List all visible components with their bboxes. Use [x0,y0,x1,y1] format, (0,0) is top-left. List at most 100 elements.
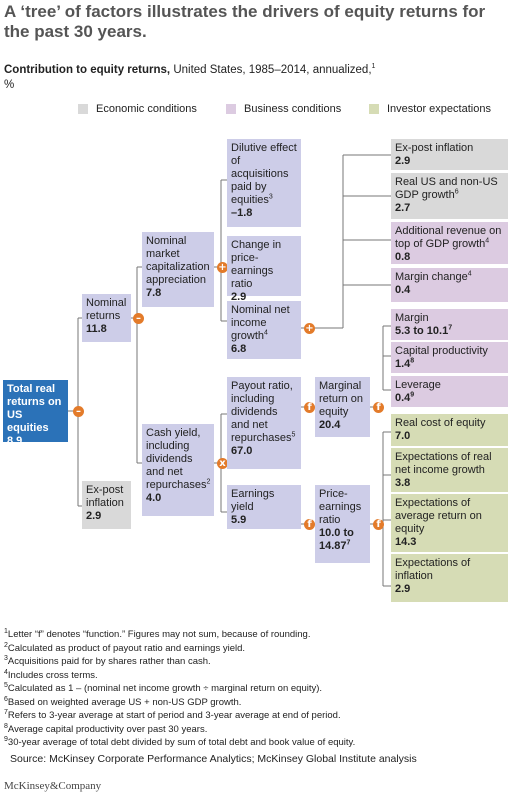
subtitle-rest: United States, 1985–2014, annualized, [173,64,372,76]
node-margin-sup: 7 [448,324,453,332]
plus-operator-icon: + [304,323,315,334]
f-operator-icon: f [373,519,384,530]
node-exp-inflation: Expectations of inflation 2.9 [391,554,508,602]
subtitle-sup: 1 [371,63,376,71]
node-margin: Margin 5.3 to 10.17 [391,309,508,340]
node-nominal-ni-value: 6.8 [231,343,247,355]
node-nominal-net-income: Nominal net income growth4 6.8 [227,301,301,359]
node-change-pe: Change in price-earnings ratio 2.9 [227,236,301,303]
node-nominal-mcap: Nominal market capitalization appreciati… [142,232,214,307]
plus-operator-icon: + [217,262,228,273]
node-cash-yield: Cash yield, including dividends and net … [142,424,214,516]
legend-swatch-economic [78,104,88,114]
node-margin-change-sup: 4 [467,270,472,278]
legend-label-business: Business conditions [244,103,342,115]
node-dilutive-sup: 3 [268,193,273,201]
footnote: 930-year average of total debt divided b… [4,735,356,748]
node-marginal-return-label: Marginal return on equity [319,380,364,418]
page-title: A ‘tree’ of factors illustrates the driv… [4,2,486,41]
footnote: 8Average capital productivity over past … [4,722,208,735]
node-payout-label: Payout ratio, including dividends and ne… [231,380,293,444]
legend-business: Business conditions [226,103,341,115]
node-nominal-returns: Nominal returns 11.8 [82,294,131,342]
node-additional-revenue-value: 0.8 [395,251,411,263]
node-nominal-ni-sup: 4 [264,329,268,337]
node-cash-yield-sup: 2 [206,478,211,486]
node-leverage-value-wrap: 0.49 [395,391,504,405]
node-exp-inflation-label: Expectations of inflation [395,557,471,582]
f-operator-icon: f [304,402,315,413]
node-change-pe-label: Change in price-earnings ratio [231,239,282,290]
source-note: Source: McKinsey Corporate Performance A… [10,753,417,765]
node-exp-ni-growth-value: 3.8 [395,477,411,489]
node-earnings-yield: Earnings yield 5.9 [227,485,301,529]
node-margin-label: Margin [395,312,429,324]
node-expost-inflation-left-value: 2.9 [86,510,102,522]
node-pe-ratio-value-wrap: 10.0 to 14.877 [319,527,366,553]
node-gdp-growth-value: 2.7 [395,202,411,214]
minus-operator-icon: – [133,313,144,324]
node-gdp-growth-label: Real US and non-US GDP growth [395,176,498,201]
node-pe-ratio: Price-earnings ratio 10.0 to 14.877 [315,485,370,563]
node-exp-avg-return-value: 14.3 [395,536,417,548]
node-pe-ratio-sup: 7 [346,539,351,547]
node-exp-net-income-growth: Expectations of real net income growth 3… [391,448,508,492]
node-exp-average-return: Expectations of average return on equity… [391,494,508,552]
node-earnings-yield-label: Earnings yield [231,488,275,513]
footnote: 2Calculated as product of payout ratio a… [4,641,246,654]
legend-swatch-business [226,104,236,114]
node-cash-yield-label: Cash yield, including dividends and net … [146,427,207,491]
node-total-real-returns: Total real returns on US equities 8.9 [3,380,68,447]
footnote: 1Letter “f” denotes “function.” Figures … [4,627,311,640]
times-operator-icon: x [217,458,228,469]
node-leverage-sup: 9 [410,391,415,399]
node-nominal-returns-label: Nominal returns [86,297,127,322]
node-leverage-value: 0.4 [395,392,411,404]
node-capital-productivity-value: 1.4 [395,358,411,370]
footnote: 6Based on weighted average US + non-US G… [4,695,242,708]
node-total-label: Total real returns on US equities [7,383,62,434]
minus-operator-icon: – [73,406,84,417]
footnote: 7Refers to 3-year average at start of pe… [4,708,341,721]
node-leverage: Leverage 0.49 [391,376,508,407]
node-real-cost-equity: Real cost of equity 7.0 [391,414,508,446]
node-margin-value: 5.3 to 10.1 [395,325,449,337]
node-additional-revenue: Additional revenue on top of GDP growth4… [391,222,508,264]
node-expost-inflation-right: Ex-post inflation 2.9 [391,139,508,170]
node-nominal-returns-value: 11.8 [86,323,107,335]
node-payout-value: 67.0 [231,445,253,457]
node-margin-change: Margin change4 0.4 [391,268,508,302]
node-expost-inflation-left: Ex-post inflation 2.9 [82,481,131,529]
node-capital-productivity: Capital productivity 1.48 [391,342,508,373]
node-gdp-growth: Real US and non-US GDP growth6 2.7 [391,173,508,219]
node-nominal-mcap-value: 7.8 [146,287,162,299]
legend-label-economic: Economic conditions [96,103,197,115]
node-gdp-growth-sup: 6 [454,188,459,196]
legend-swatch-investor [369,104,379,114]
node-exp-inflation-value: 2.9 [395,583,411,595]
subtitle-unit: % [4,79,15,91]
legend-investor: Investor expectations [369,103,491,115]
node-payout-sup: 5 [291,431,296,439]
footnote: 4Includes cross terms. [4,668,98,681]
node-dilutive-label: Dilutive effect of acquisitions paid by … [231,142,297,206]
f-operator-icon: f [373,402,384,413]
node-total-value: 8.9 [7,435,23,447]
legend-label-investor: Investor expectations [387,103,491,115]
node-marginal-return: Marginal return on equity 20.4 [315,377,370,437]
node-margin-value-wrap: 5.3 to 10.17 [395,324,504,338]
node-expost-inflation-right-value: 2.9 [395,155,411,167]
node-change-pe-value: 2.9 [231,291,247,303]
node-pe-ratio-label: Price-earnings ratio [319,488,362,526]
node-marginal-return-value: 20.4 [319,419,341,431]
node-additional-revenue-label: Additional revenue on top of GDP growth [395,225,502,250]
node-earnings-yield-value: 5.9 [231,514,247,526]
footnote: 5Calculated as 1 – (nominal net income g… [4,681,323,694]
node-pe-ratio-value: 10.0 to 14.87 [319,527,354,552]
f-operator-icon: f [304,519,315,530]
node-payout-ratio: Payout ratio, including dividends and ne… [227,377,301,469]
node-dilutive-value: –1.8 [231,207,253,219]
footnote: 3Acquisitions paid for by shares rather … [4,654,211,667]
node-exp-avg-return-label: Expectations of average return on equity [395,497,482,535]
node-capital-productivity-sup: 8 [410,357,415,365]
